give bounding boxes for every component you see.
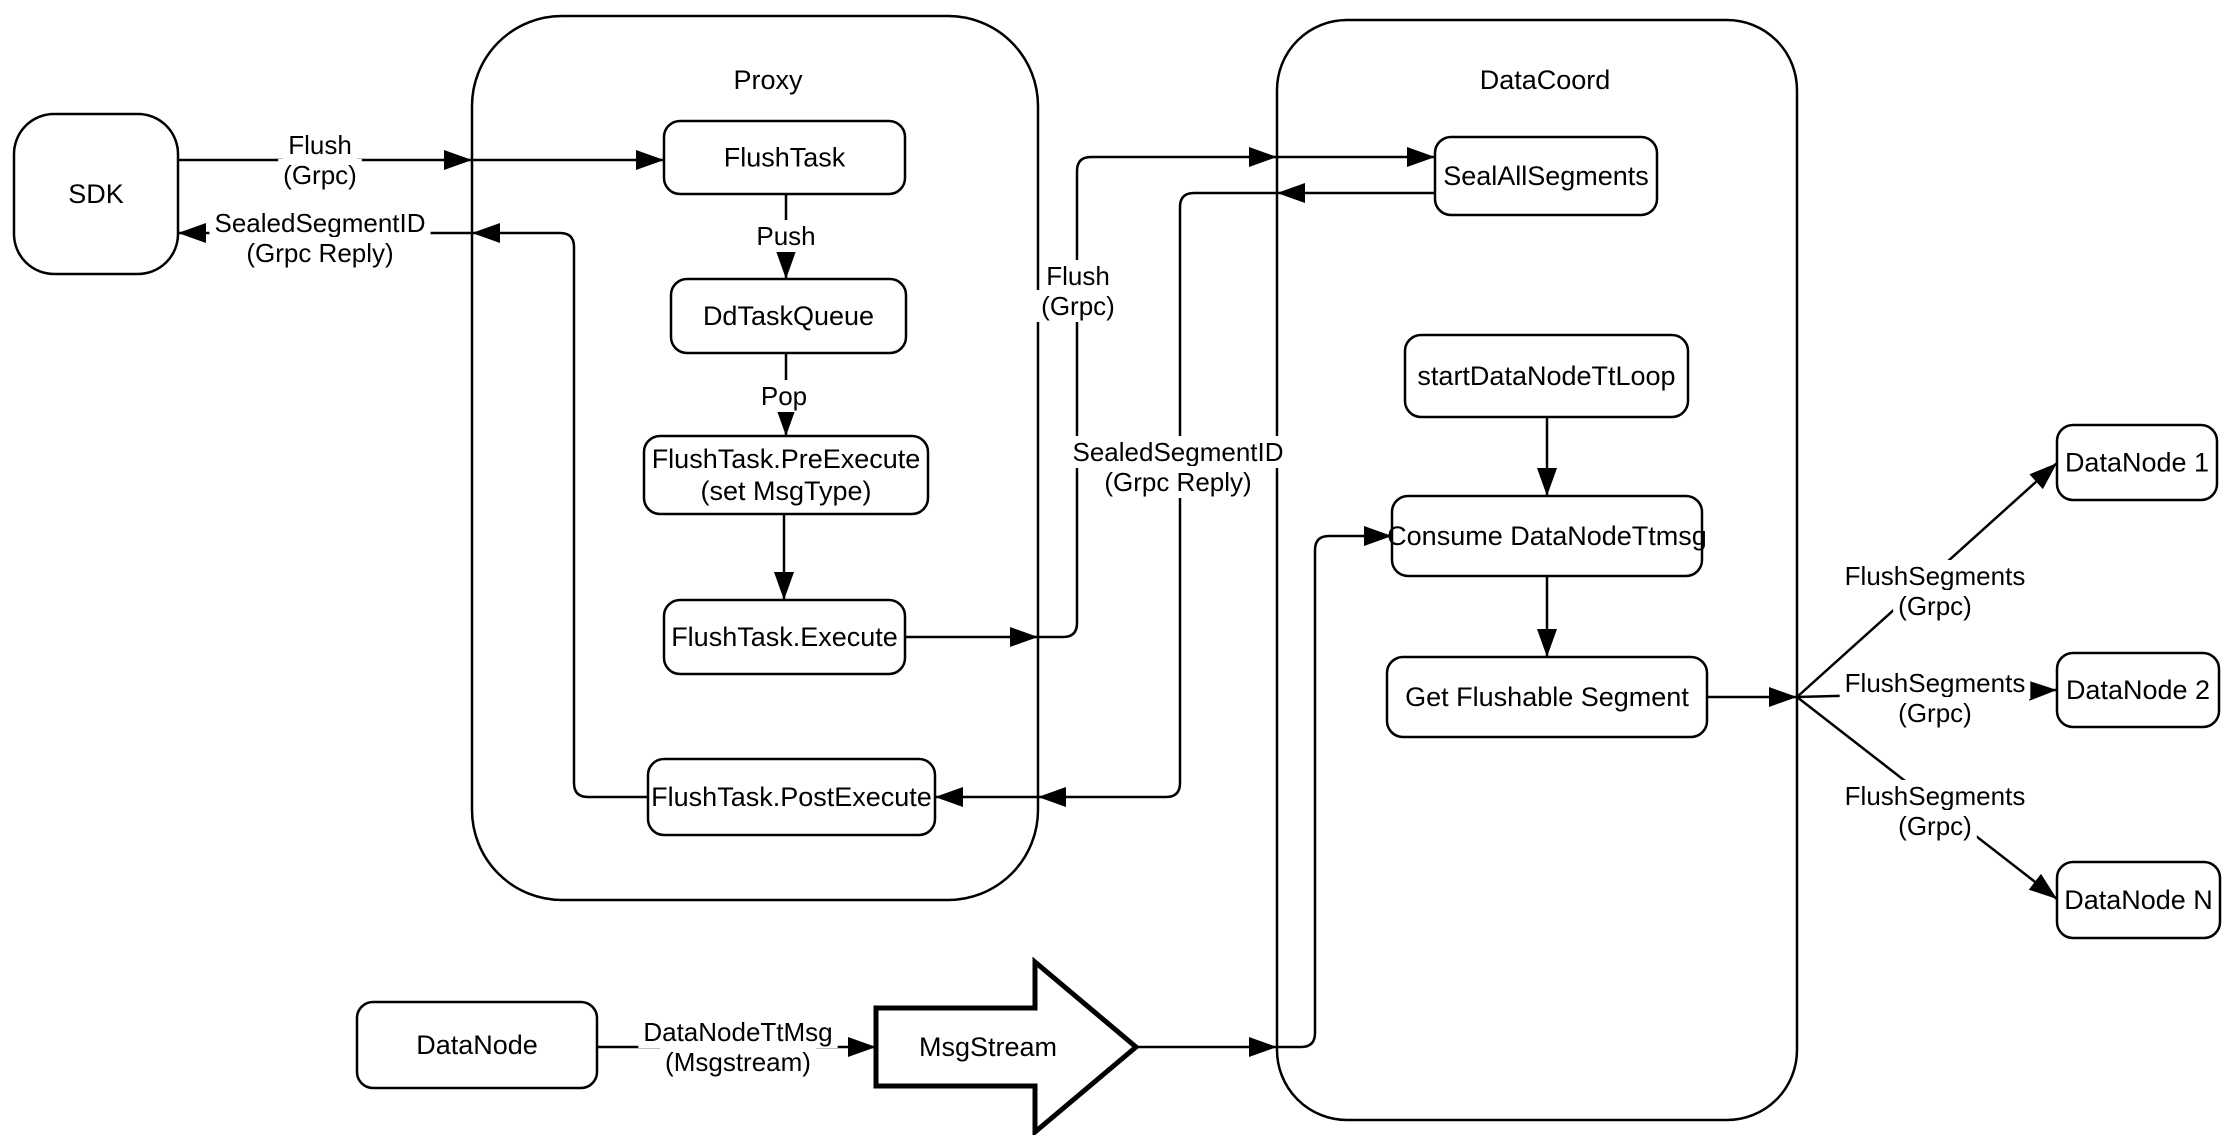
node-get-flushable-segment: Get Flushable Segment <box>1385 655 1709 739</box>
edge-label-bg <box>1067 436 1289 468</box>
edge-label-flushsegments-grpc-2: FlushSegments(Grpc) <box>1839 667 2031 729</box>
node-execute-label: FlushTask.Execute <box>671 622 898 652</box>
edge-label-flushsegments-grpc-1: FlushSegments(Grpc) <box>1839 560 2031 622</box>
edge-label-text: FlushSegments <box>1845 781 2026 811</box>
edge-label-bg <box>755 380 813 412</box>
edge-label-sealedsegmentid-grpc-reply-mid: SealedSegmentID(Grpc Reply) <box>1067 436 1289 498</box>
node-sealallsegments: SealAllSegments <box>1433 135 1659 217</box>
edge-label-sealedsegmentid-grpc-reply-sdk: SealedSegmentID(Grpc Reply) <box>209 207 431 269</box>
node-postexecute-label: FlushTask.PostExecute <box>651 782 932 812</box>
node-sealallsegments-label: SealAllSegments <box>1443 161 1649 191</box>
node-consume-datanodettmsg-label: Consume DataNodeTtmsg <box>1387 521 1707 551</box>
node-datanode-1-box <box>2055 423 2219 502</box>
edge-label-text: (Grpc Reply) <box>246 238 393 268</box>
node-datanode-2-label: DataNode 2 <box>2066 675 2210 705</box>
container-datacoord-title: DataCoord <box>1480 65 1611 95</box>
edge-label-bg <box>638 1016 838 1048</box>
node-datanode-n: DataNode N <box>2055 860 2222 940</box>
node-get-flushable-segment-label: Get Flushable Segment <box>1405 682 1689 712</box>
node-preexecute: FlushTask.PreExecute(set MsgType) <box>642 434 930 516</box>
edge-label-datanodettmsg-msgstream: DataNodeTtMsg(Msgstream) <box>638 1016 838 1078</box>
edge-label-bg <box>751 220 821 252</box>
edge-label-text: SealedSegmentID <box>1072 437 1283 467</box>
edge-label-flushsegments-grpc-3: FlushSegments(Grpc) <box>1839 780 2031 842</box>
node-datanode-bottom: DataNode <box>355 1000 599 1090</box>
edge-label-bg <box>1893 810 1977 842</box>
node-flushtask-box <box>662 119 907 196</box>
container-proxy-title: Proxy <box>733 65 803 95</box>
node-ddtaskqueue: DdTaskQueue <box>669 277 908 355</box>
msgstream-shape: MsgStream <box>873 956 1140 1135</box>
edge-label-text: (Grpc) <box>1898 811 1972 841</box>
edge-label-text: Pop <box>761 381 807 411</box>
edge-label-push: Push <box>751 220 821 252</box>
node-flushtask: FlushTask <box>662 119 907 196</box>
node-execute: FlushTask.Execute <box>662 598 907 676</box>
edge-label-pop: Pop <box>755 380 813 412</box>
node-get-flushable-segment-box <box>1385 655 1709 739</box>
msgstream-label: MsgStream <box>919 1032 1057 1062</box>
node-preexecute-label: FlushTask.PreExecute <box>652 444 921 474</box>
edge-label-text: (Msgstream) <box>665 1047 811 1077</box>
edge-label-bg <box>209 207 431 239</box>
edge-label-text: (Grpc) <box>1041 291 1115 321</box>
node-preexecute-label: (set MsgType) <box>700 476 871 506</box>
node-startdatanodettloop-label: startDataNodeTtLoop <box>1417 361 1675 391</box>
edge-label-text: FlushSegments <box>1845 561 2026 591</box>
node-sdk-label: SDK <box>68 179 124 209</box>
msgstream-arrow-outline <box>873 956 1140 1135</box>
edge-postexecute-reply-to-proxy-edge <box>472 223 648 799</box>
node-sealallsegments-box <box>1433 135 1659 217</box>
node-ddtaskqueue-box <box>669 277 908 355</box>
node-datanode-2-box <box>2055 651 2221 729</box>
node-execute-box <box>662 598 907 676</box>
edge-label-flush-grpc-mid: Flush(Grpc) <box>1036 260 1120 322</box>
edge-label-text: Flush <box>288 130 352 160</box>
node-startdatanodettloop: startDataNodeTtLoop <box>1403 333 1690 419</box>
node-datanode-bottom-box <box>355 1000 599 1090</box>
edge-label-text: DataNodeTtMsg <box>643 1017 832 1047</box>
edge-label-bg <box>283 129 357 161</box>
edge-label-bg <box>1839 780 2031 812</box>
node-datanode-1: DataNode 1 <box>2055 423 2219 502</box>
node-datanode-2: DataNode 2 <box>2055 651 2221 729</box>
edge-label-bg <box>1041 260 1115 292</box>
edge-datacoord-edge-up-to-consume <box>1277 526 1392 1049</box>
node-postexecute: FlushTask.PostExecute <box>646 757 937 837</box>
edge-label-text: (Grpc Reply) <box>1104 467 1251 497</box>
node-datanode-1-label: DataNode 1 <box>2065 448 2209 478</box>
edge-label-bg <box>1893 590 1977 622</box>
edge-label-text: (Grpc) <box>1898 591 1972 621</box>
edge-label-bg <box>1099 466 1257 498</box>
edge-label-text: (Grpc) <box>283 160 357 190</box>
node-flushtask-label: FlushTask <box>724 143 846 173</box>
node-ddtaskqueue-label: DdTaskQueue <box>703 301 874 331</box>
node-datanode-n-label: DataNode N <box>2064 885 2213 915</box>
edge-label-text: Flush <box>1046 261 1110 291</box>
node-datanode-n-box <box>2055 860 2222 940</box>
node-sdk: SDK <box>12 112 180 276</box>
edge-label-bg <box>278 159 362 191</box>
edge-label-text: (Grpc) <box>1898 698 1972 728</box>
edge-label-flush-grpc-sdk: Flush(Grpc) <box>278 129 362 191</box>
edge-label-bg <box>1036 290 1120 322</box>
node-datanode-bottom-label: DataNode <box>416 1030 538 1060</box>
edge-label-text: Push <box>756 221 815 251</box>
node-postexecute-box <box>646 757 937 837</box>
edge-proxy-edge-flush-up-to-datacoord-edge <box>1038 147 1277 639</box>
node-startdatanodettloop-box <box>1403 333 1690 419</box>
edge-label-bg <box>241 237 399 269</box>
node-sdk-box <box>12 112 180 276</box>
edge-label-text: FlushSegments <box>1845 668 2026 698</box>
edge-label-bg <box>660 1046 816 1078</box>
edge-label-text: SealedSegmentID <box>214 208 425 238</box>
node-preexecute-box <box>642 434 930 516</box>
node-consume-datanodettmsg-box <box>1390 494 1704 578</box>
edge-label-bg <box>1839 667 2031 699</box>
node-consume-datanodettmsg: Consume DataNodeTtmsg <box>1387 494 1707 578</box>
edge-label-bg <box>1893 697 1977 729</box>
edge-label-bg <box>1839 560 2031 592</box>
